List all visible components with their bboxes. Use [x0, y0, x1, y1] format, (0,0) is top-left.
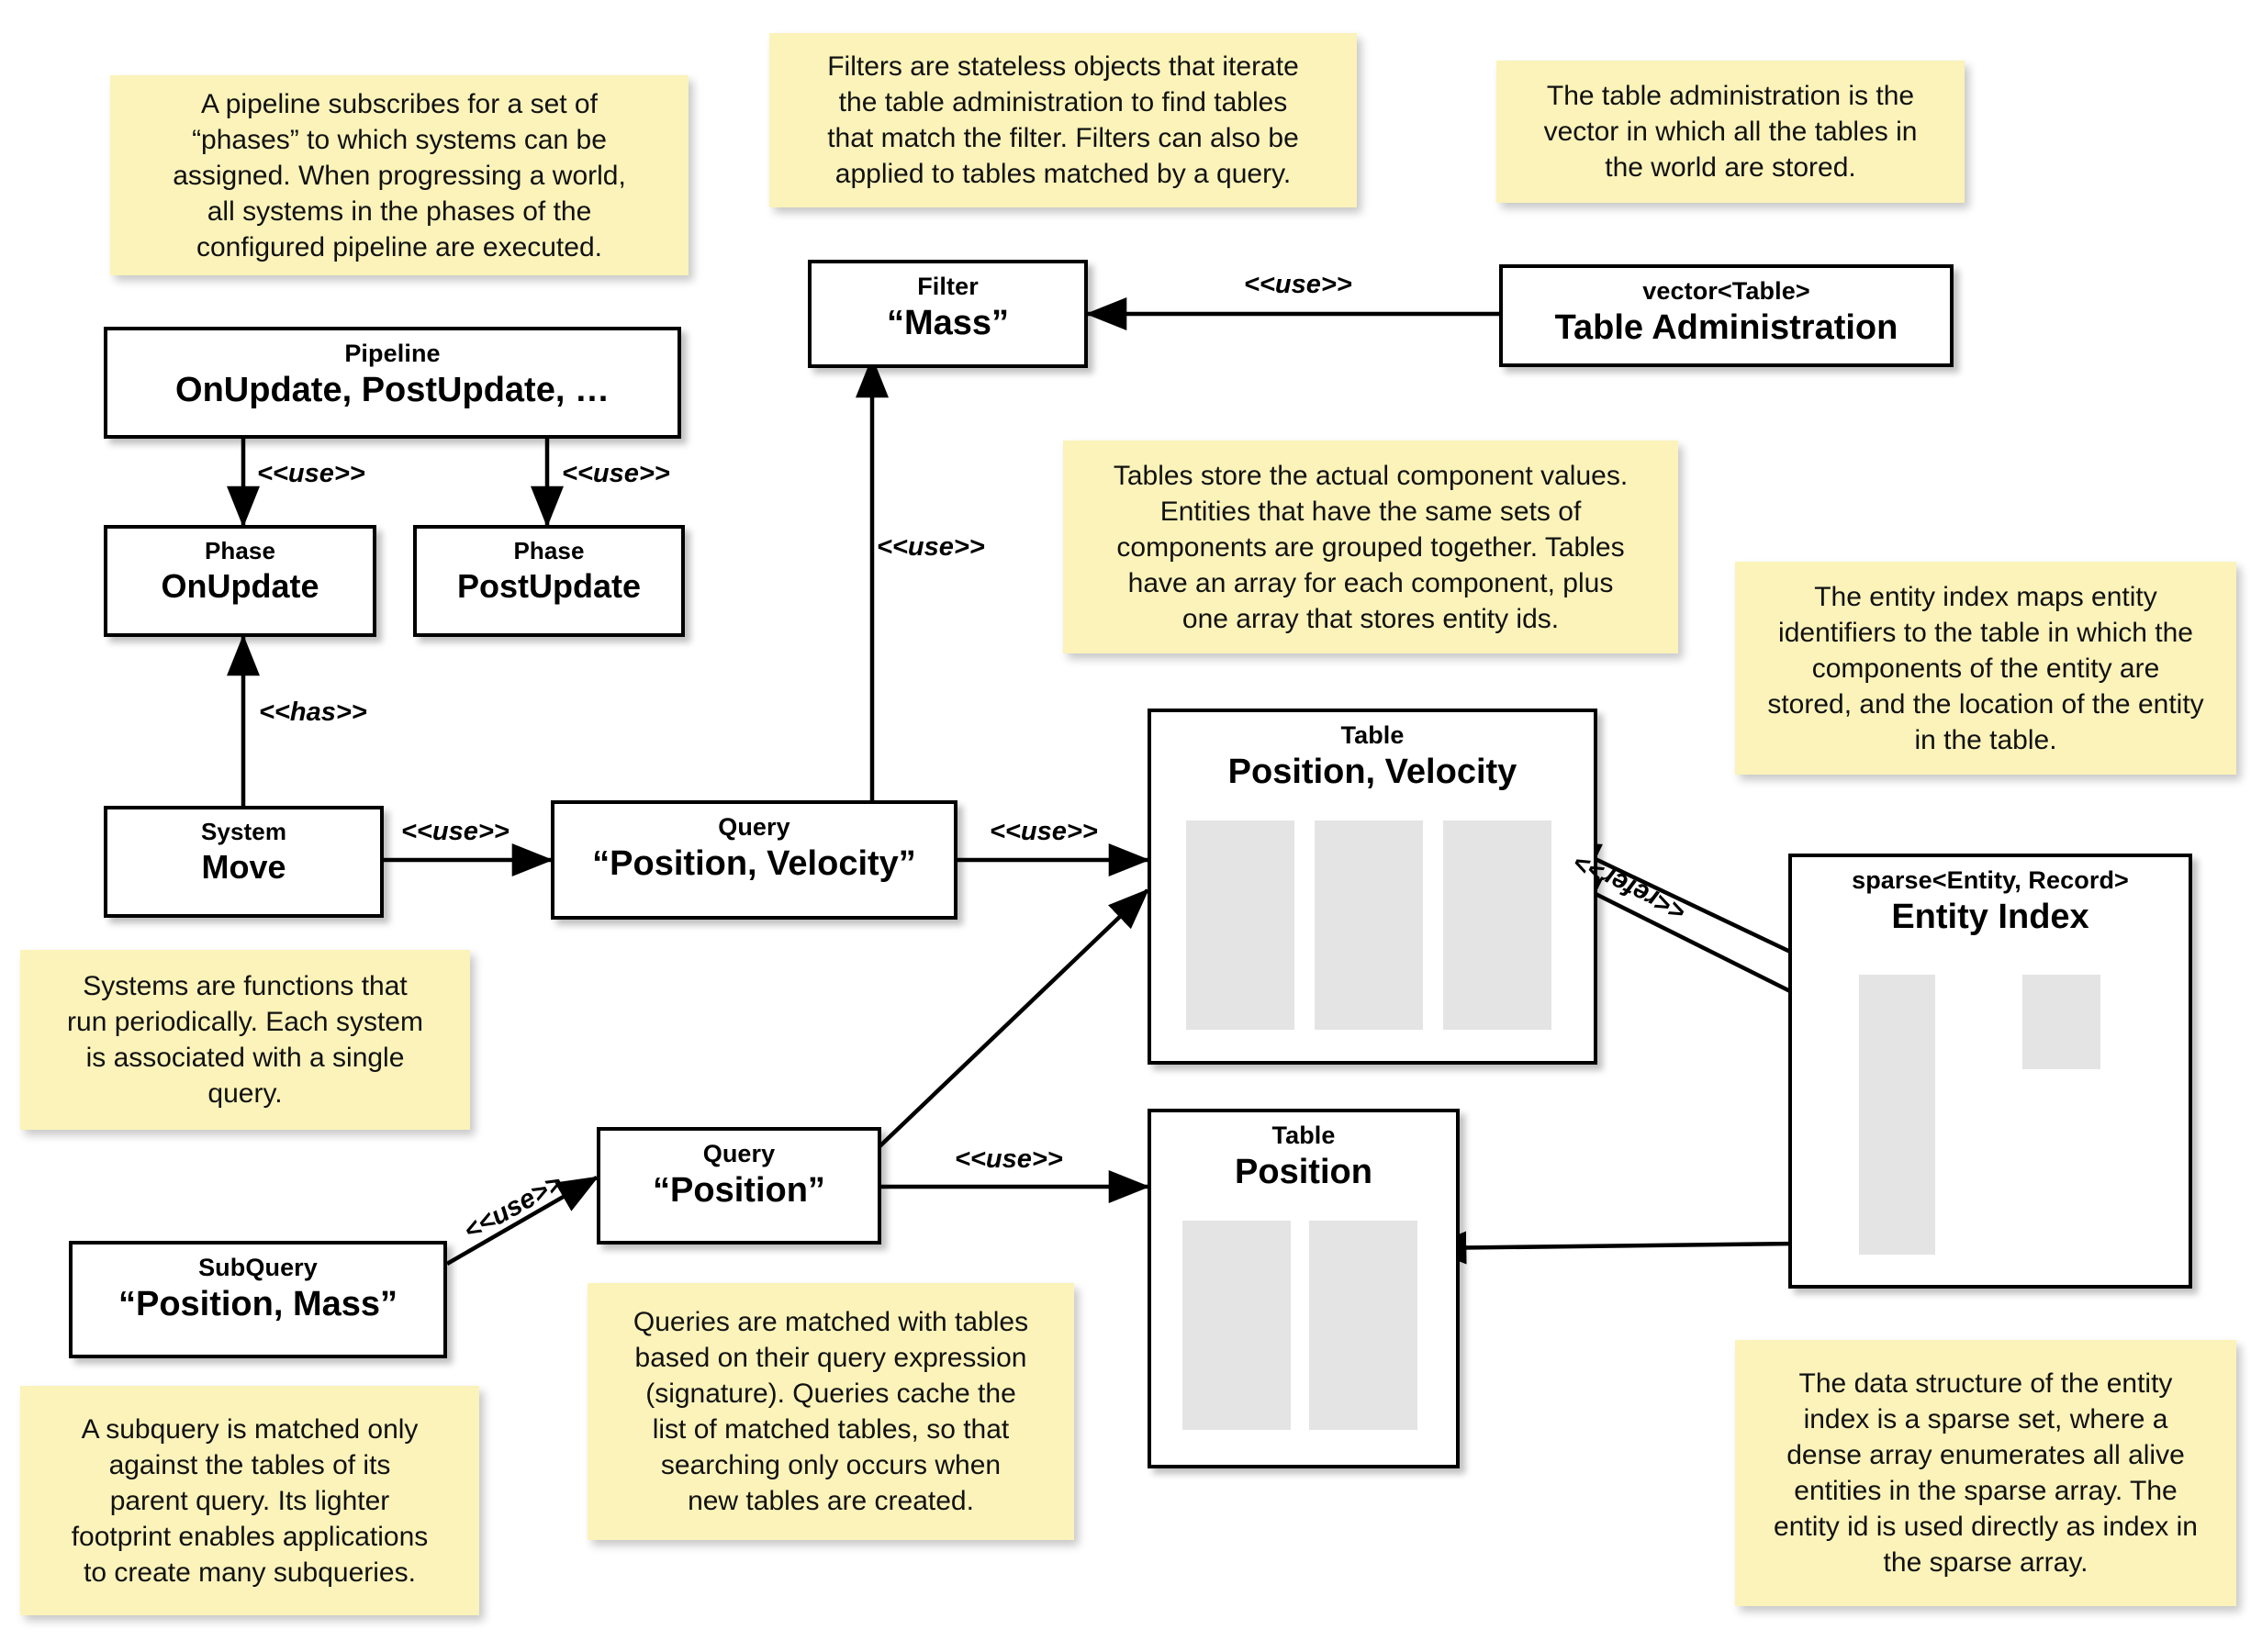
box-phase-postupdate-title: PostUpdate — [456, 566, 642, 605]
edge-label-pipeline-onupdate: <<use>> — [257, 459, 365, 488]
edge-label-pipeline-postupdate: <<use>> — [562, 459, 670, 488]
note-sparse-set: The data structure of the entity index i… — [1735, 1340, 2236, 1606]
box-table-pv-stereotype: Table — [1340, 721, 1405, 749]
box-query-p-stereotype: Query — [702, 1140, 776, 1167]
box-phase-onupdate-title: OnUpdate — [161, 566, 319, 605]
edge-label-subquery-query-p: <<use>> — [459, 1167, 568, 1246]
box-table-pv-title: Position, Velocity — [1227, 753, 1517, 792]
box-query-position-velocity[interactable]: Query “Position, Velocity” — [551, 800, 957, 920]
box-pipeline-title: OnUpdate, PostUpdate, … — [175, 371, 610, 410]
entity-index-sparse-array — [1859, 975, 1935, 1255]
box-subquery-title: “Position, Mass” — [118, 1285, 398, 1324]
box-filter-mass-stereotype: Filter — [917, 273, 979, 300]
box-pipeline[interactable]: Pipeline OnUpdate, PostUpdate, … — [104, 327, 681, 439]
note-systems: Systems are functions that run periodica… — [20, 950, 470, 1130]
box-table-position-velocity[interactable]: Table Position, Velocity — [1148, 709, 1597, 1065]
box-table-administration[interactable]: vector<Table> Table Administration — [1499, 264, 1954, 367]
note-pipeline: A pipeline subscribes for a set of “phas… — [110, 75, 689, 275]
edge-label-query-table-pv: <<use>> — [990, 817, 1098, 846]
box-filter-mass-title: “Mass” — [886, 304, 1010, 343]
edge-label-query-filter: <<use>> — [877, 532, 985, 562]
table-pv-columns — [1186, 820, 1572, 1030]
box-query-position[interactable]: Query “Position” — [597, 1127, 881, 1245]
box-table-admin-title: Table Administration — [1554, 308, 1898, 348]
note-table-admin: The table administration is the vector i… — [1496, 61, 1965, 203]
note-entity-index: The entity index maps entity identifiers… — [1735, 562, 2236, 775]
table-p-column-2 — [1309, 1221, 1417, 1430]
box-pipeline-stereotype: Pipeline — [344, 340, 441, 367]
box-query-p-title: “Position” — [653, 1171, 825, 1211]
box-filter-mass[interactable]: Filter “Mass” — [808, 260, 1088, 368]
box-subquery-stereotype: SubQuery — [198, 1254, 318, 1281]
wire-query-p-table-pv — [872, 888, 1149, 1154]
table-pv-column-2 — [1315, 820, 1423, 1030]
note-filters: Filters are stateless objects that itera… — [769, 33, 1357, 207]
box-phase-postupdate-stereotype: Phase — [513, 537, 585, 564]
edge-label-system-phase: <<has>> — [259, 698, 367, 727]
note-subquery: A subquery is matched only against the t… — [20, 1386, 479, 1615]
box-system-move-stereotype: System — [200, 818, 287, 845]
box-entity-index-title: Entity Index — [1891, 898, 2089, 937]
table-p-column-1 — [1182, 1221, 1291, 1430]
table-pv-column-1 — [1186, 820, 1294, 1030]
box-phase-onupdate[interactable]: Phase OnUpdate — [104, 525, 376, 637]
box-entity-index-stereotype: sparse<Entity, Record> — [1852, 866, 2129, 894]
box-table-position[interactable]: Table Position — [1148, 1109, 1460, 1468]
entity-index-dense-array — [2022, 975, 2100, 1069]
note-queries: Queries are matched with tables based on… — [588, 1283, 1074, 1540]
box-entity-index[interactable]: sparse<Entity, Record> Entity Index — [1788, 854, 2192, 1289]
box-subquery[interactable]: SubQuery “Position, Mass” — [69, 1241, 447, 1358]
note-tables: Tables store the actual component values… — [1063, 441, 1678, 653]
box-query-pv-title: “Position, Velocity” — [592, 844, 916, 884]
edge-label-query-p-table-p: <<use>> — [955, 1144, 1063, 1174]
box-system-move[interactable]: System Move — [104, 806, 384, 918]
box-table-p-title: Position — [1235, 1153, 1372, 1192]
box-system-move-title: Move — [201, 847, 286, 886]
edge-label-tableadmin-filter: <<use>> — [1244, 270, 1352, 299]
box-phase-postupdate[interactable]: Phase PostUpdate — [413, 525, 685, 637]
edge-label-system-query: <<use>> — [401, 817, 510, 846]
box-query-pv-stereotype: Query — [718, 813, 790, 841]
box-table-admin-stereotype: vector<Table> — [1642, 277, 1810, 305]
table-p-columns — [1182, 1221, 1430, 1430]
box-phase-onupdate-stereotype: Phase — [204, 537, 276, 564]
table-pv-column-3 — [1443, 820, 1551, 1030]
box-table-p-stereotype: Table — [1271, 1122, 1336, 1149]
